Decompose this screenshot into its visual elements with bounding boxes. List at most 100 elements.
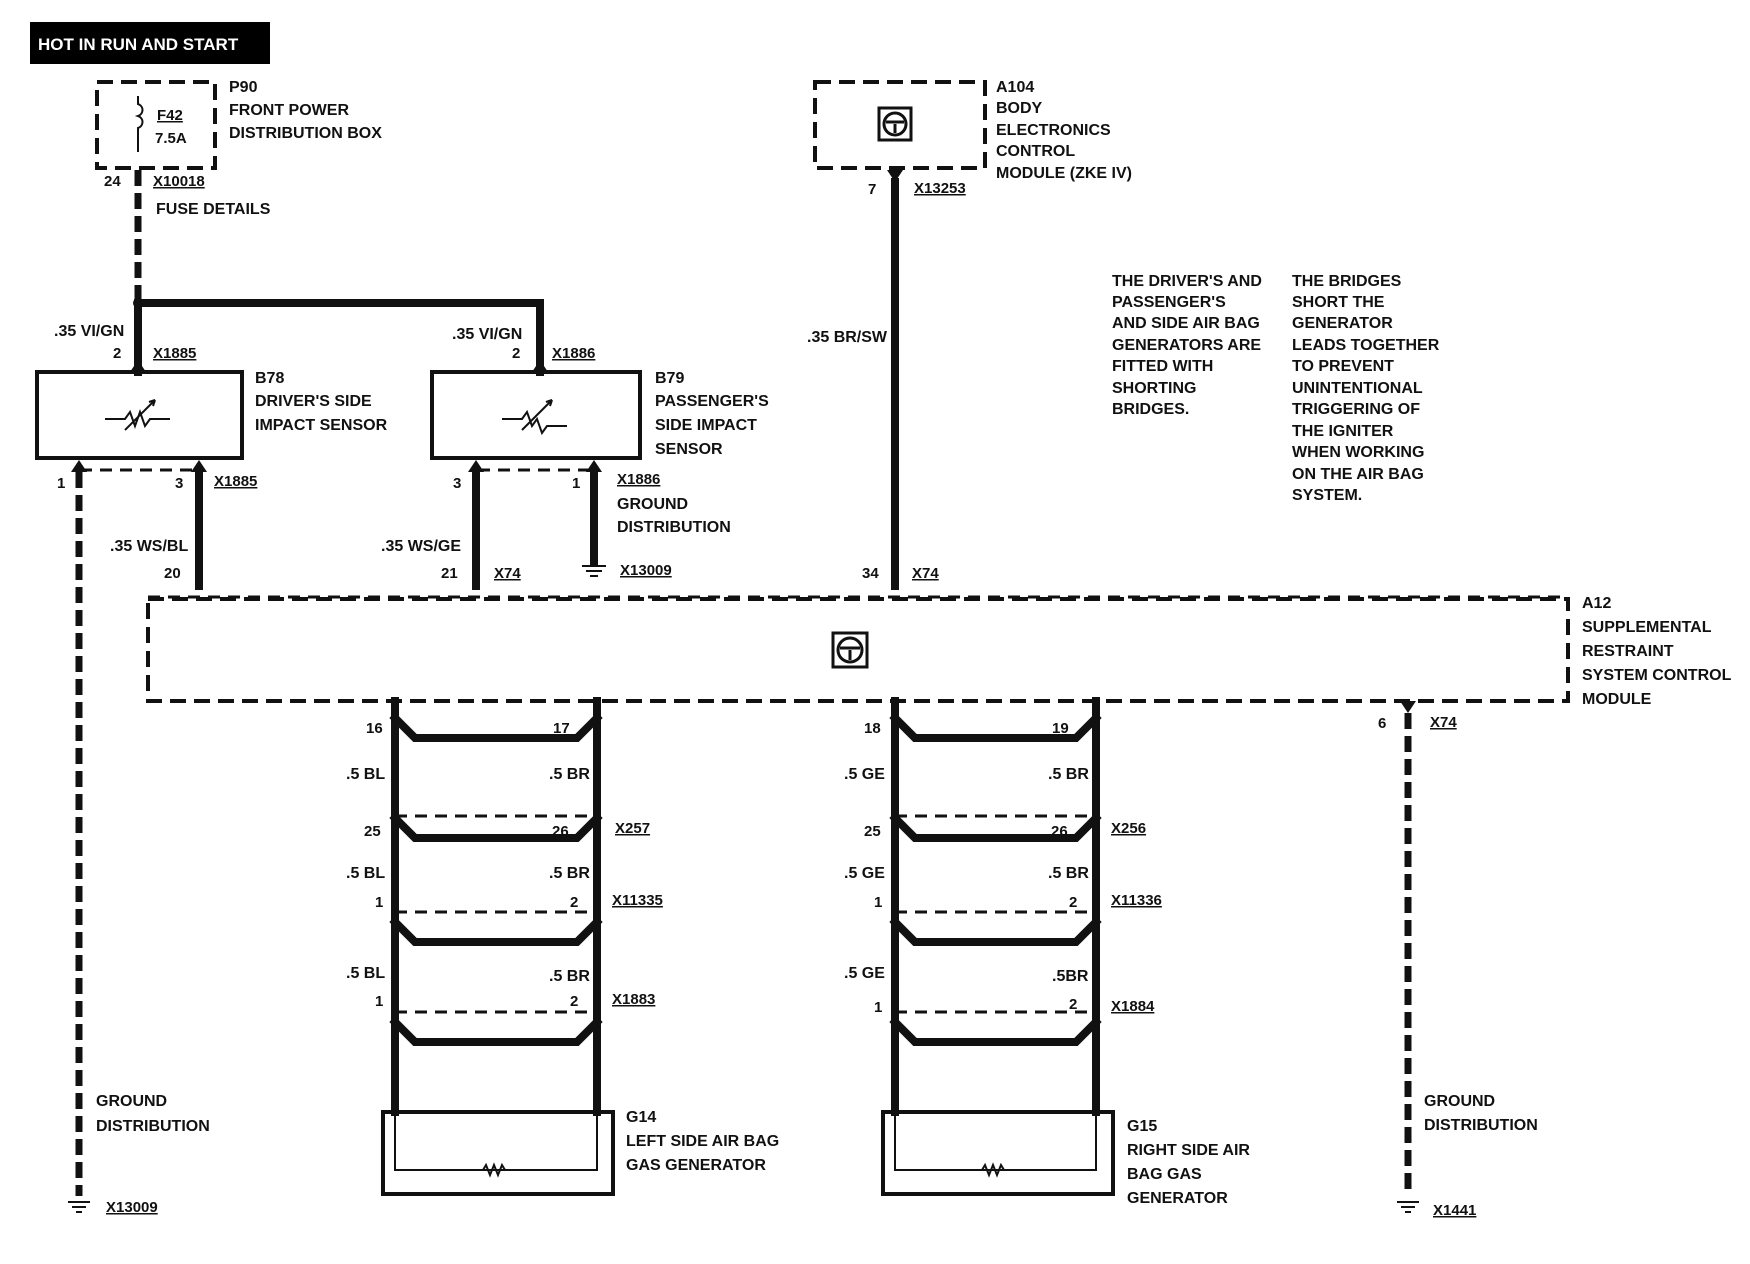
ground-icon	[1397, 1201, 1419, 1213]
steering-wheel-icon	[831, 631, 869, 669]
left-connector-1: X257	[615, 820, 650, 837]
wire-label-br-5: .5 BR	[1048, 865, 1089, 882]
a12-name-4: MODULE	[1582, 691, 1652, 708]
right-pin-26: 26	[1051, 823, 1068, 840]
b79-ground-connector: X13009	[620, 562, 672, 579]
left-pin-26: 26	[552, 823, 569, 840]
p90-fuse-box: F42 7.5A	[95, 80, 217, 170]
note2-line: WHEN WORKING	[1292, 444, 1424, 461]
g15-name-3: GENERATOR	[1127, 1190, 1228, 1207]
a104-connector: X13253	[914, 180, 966, 197]
a104-name-2: ELECTRONICS	[996, 122, 1111, 139]
connector-arrow-icon	[71, 460, 87, 472]
note2-line: GENERATOR	[1292, 315, 1393, 332]
right-connector-1: X256	[1111, 820, 1146, 837]
ground-right-2: DISTRIBUTION	[1424, 1117, 1538, 1134]
left-connector-2: X11335	[612, 892, 663, 909]
wire-label-br-3: .5 BR	[549, 968, 590, 985]
connector-arrow-icon	[532, 360, 548, 372]
note2-line: TRIGGERING OF	[1292, 401, 1420, 418]
note1-line: BRIDGES.	[1112, 401, 1189, 418]
b79-connector-top: X1886	[552, 345, 595, 362]
a104-pin: 7	[868, 181, 876, 198]
b79-name-1: PASSENGER'S	[655, 393, 769, 410]
left-pin-2b: 2	[570, 993, 578, 1010]
left-connector-3: X1883	[612, 991, 655, 1008]
g14-inner	[394, 1111, 598, 1171]
ground-right-1: GROUND	[1424, 1093, 1495, 1110]
g15-generator-box	[881, 1110, 1115, 1196]
p90-name-2: DISTRIBUTION BOX	[229, 125, 382, 142]
left-pin-1b: 1	[375, 993, 383, 1010]
a104-name-4: MODULE (ZKE IV)	[996, 165, 1132, 182]
note-shorting-bridges: THE DRIVER'S AND PASSENGER'S AND SIDE AI…	[1112, 273, 1262, 418]
note2-line: THE BRIDGES	[1292, 273, 1402, 290]
right-pin-25: 25	[864, 823, 881, 840]
p90-pin: 24	[104, 173, 121, 190]
ground-right-connector: X1441	[1433, 1202, 1476, 1219]
fuse-label: F42	[157, 107, 183, 124]
b78-connector-bottom: X1885	[214, 473, 257, 490]
a12-pin-16: 16	[366, 720, 383, 737]
connector-arrow-icon	[1400, 701, 1416, 713]
note-bridges-purpose: THE BRIDGES SHORT THE GENERATOR LEADS TO…	[1292, 273, 1440, 504]
wire-label-bl-3: .5 BL	[346, 965, 385, 982]
right-airbag-wiring	[889, 697, 1102, 1116]
g15-id: G15	[1127, 1118, 1157, 1135]
ground-left-1: GROUND	[96, 1093, 167, 1110]
ground-icon	[582, 565, 606, 577]
note1-line: AND SIDE AIR BAG	[1112, 315, 1260, 332]
note1-line: THE DRIVER'S AND	[1112, 273, 1262, 290]
note2-line: LEADS TOGETHER	[1292, 337, 1440, 354]
a12-pin-17: 17	[553, 720, 570, 737]
b79-ground-2: DISTRIBUTION	[617, 519, 731, 536]
note2-line: ON THE AIR BAG	[1292, 466, 1424, 483]
connector-arrow-icon	[887, 170, 903, 182]
b79-id: B79	[655, 370, 684, 387]
b79-name-2: SIDE IMPACT	[655, 417, 757, 434]
b79-connector-bottom: X1886	[617, 471, 660, 488]
note1-line: SHORTING	[1112, 380, 1196, 397]
a104-name-1: BODY	[996, 100, 1043, 117]
right-pin-2b: 2	[1069, 996, 1077, 1013]
b78-pin-left: 1	[57, 475, 65, 492]
left-pin-1a: 1	[375, 894, 383, 911]
wire-label-ge-3: .5 GE	[844, 965, 885, 982]
fuse-symbol-icon	[134, 96, 144, 152]
a12-id: A12	[1582, 595, 1611, 612]
resistor-icon	[964, 1162, 1022, 1178]
right-pin-1a: 1	[874, 894, 882, 911]
a104-module-box	[813, 80, 987, 170]
a12-pin-34: 34	[862, 565, 879, 582]
g15-name-2: BAG GAS	[1127, 1166, 1202, 1183]
note2-line: SYSTEM.	[1292, 487, 1362, 504]
b79-pin-top: 2	[512, 345, 520, 362]
wire-label-brsw: .35 BR/SW	[807, 329, 888, 346]
right-connector-2: X11336	[1111, 892, 1162, 909]
wire-label-wsge: .35 WS/GE	[381, 538, 461, 555]
a12-pin-6: 6	[1378, 715, 1386, 732]
ground-icon	[68, 1201, 90, 1213]
wire-label-wsbl: .35 WS/BL	[110, 538, 188, 555]
a12-pin-20: 20	[164, 565, 181, 582]
note2-line: THE IGNITER	[1292, 423, 1394, 440]
a12-module-box	[146, 597, 1570, 703]
wire-label-br-4: .5 BR	[1048, 766, 1089, 783]
header-title: HOT IN RUN AND START	[38, 35, 239, 54]
connector-arrow-icon	[130, 360, 146, 372]
a12-pin-18: 18	[864, 720, 881, 737]
b78-sensor-box	[35, 370, 244, 460]
b78-pin-top: 2	[113, 345, 121, 362]
g15-name-1: RIGHT SIDE AIR	[1127, 1142, 1250, 1159]
note1-line: PASSENGER'S	[1112, 294, 1226, 311]
note2-line: TO PREVENT	[1292, 358, 1394, 375]
a12-name-3: SYSTEM CONTROL	[1582, 667, 1732, 684]
resistor-icon	[465, 1162, 523, 1178]
g14-generator-box	[381, 1110, 615, 1196]
a12-name-2: RESTRAINT	[1582, 643, 1674, 660]
right-pin-2a: 2	[1069, 894, 1077, 911]
b78-id: B78	[255, 370, 284, 387]
wire-label-br-1: .5 BR	[549, 766, 590, 783]
b78-name-1: DRIVER'S SIDE	[255, 393, 372, 410]
